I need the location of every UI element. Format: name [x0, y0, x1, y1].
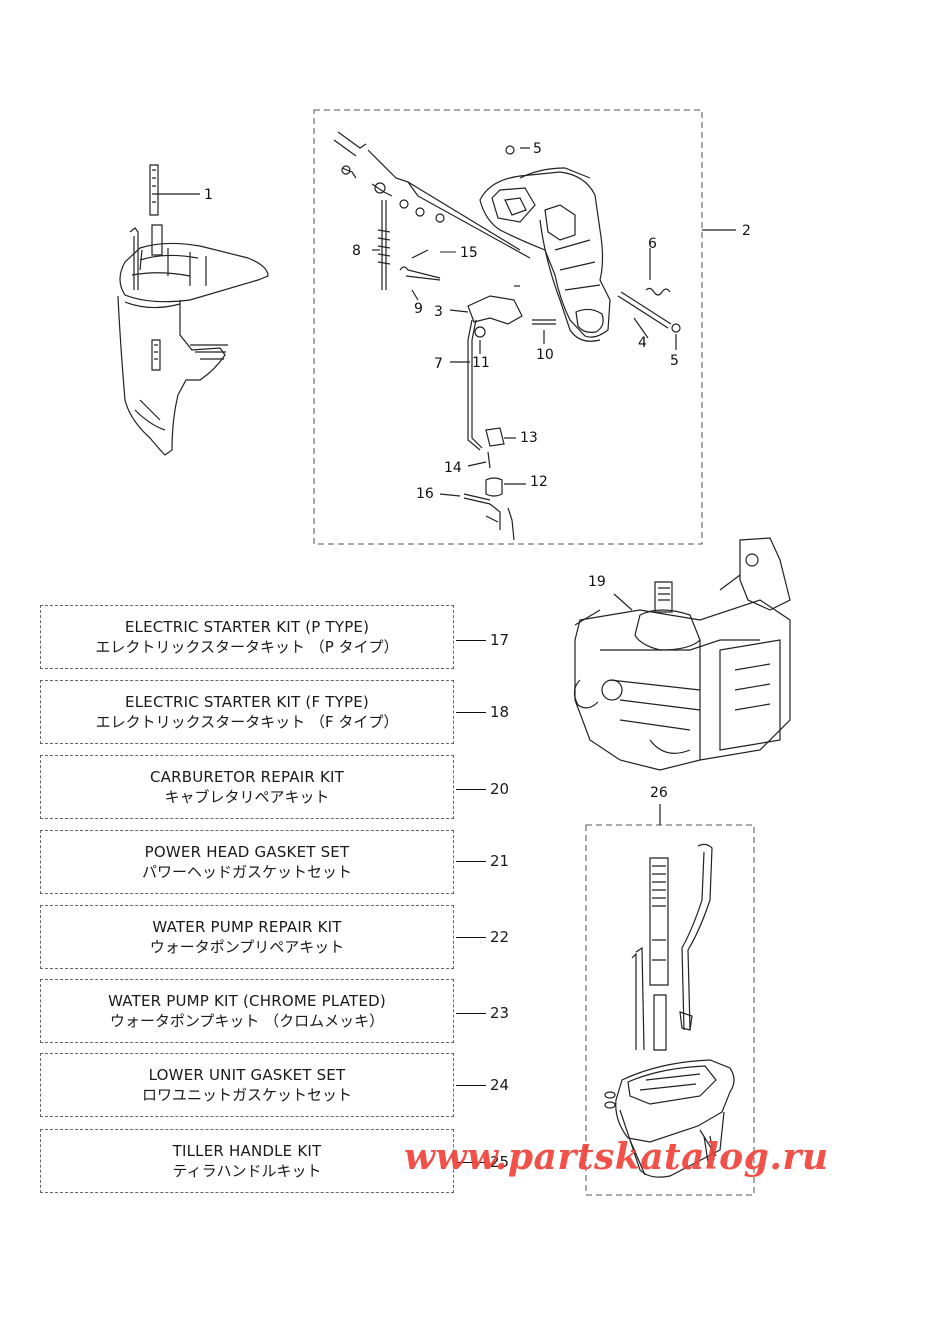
callout-15: 15: [460, 245, 478, 261]
kit-box-17: ELECTRIC STARTER KIT (P TYPE) エレクトリックスター…: [40, 605, 454, 669]
kit-leader-17: [456, 640, 486, 641]
kit-box-18: ELECTRIC STARTER KIT (F TYPE) エレクトリックスター…: [40, 680, 454, 744]
kit-leader-24: [456, 1085, 486, 1086]
callout-7: 7: [434, 356, 443, 372]
kit-name-en: POWER HEAD GASKET SET: [144, 843, 350, 861]
kit-number-24: 24: [490, 1076, 510, 1094]
watermark: www.partskatalog.ru: [404, 1136, 829, 1178]
kit-box-25: TILLER HANDLE KIT ティラハンドルキット: [40, 1129, 454, 1193]
callout-14: 14: [444, 460, 462, 476]
group-box-2: [313, 109, 703, 545]
callout-16: 16: [416, 486, 434, 502]
callout-11: 11: [472, 355, 490, 371]
callout-12: 12: [530, 474, 548, 490]
callout-13: 13: [520, 430, 538, 446]
kit-name-en: WATER PUMP REPAIR KIT: [152, 918, 342, 936]
kit-name-jp: エレクトリックスタータキット （P タイプ）: [95, 638, 399, 656]
callout-8: 8: [352, 243, 361, 259]
kit-number-22: 22: [490, 928, 510, 946]
kit-number-23: 23: [490, 1004, 510, 1022]
kit-number-17: 17: [490, 631, 510, 649]
kit-leader-20: [456, 789, 486, 790]
kit-name-jp: ティラハンドルキット: [172, 1162, 322, 1180]
callout-2: 2: [742, 223, 751, 239]
callout-1: 1: [204, 187, 213, 203]
kit-name-jp: パワーヘッドガスケットセット: [141, 863, 352, 881]
kit-number-20: 20: [490, 780, 510, 798]
callout-10: 10: [536, 347, 554, 363]
gearcase-drawing: [604, 843, 735, 1178]
kit-name-jp: エレクトリックスタータキット （F タイプ）: [95, 713, 399, 731]
kit-name-jp: ウォータポンプキット （クロムメッキ）: [109, 1012, 385, 1030]
kit-box-20: CARBURETOR REPAIR KIT キャブレタリペアキット: [40, 755, 454, 819]
bracket-drawing: [333, 131, 681, 541]
callout-9: 9: [414, 301, 423, 317]
kit-name-en: ELECTRIC STARTER KIT (P TYPE): [124, 618, 370, 636]
callout-3: 3: [434, 304, 443, 320]
callout-6: 6: [648, 236, 657, 252]
callout-19: 19: [588, 574, 606, 590]
callout-5-top: 5: [533, 141, 542, 157]
kit-leader-18: [456, 712, 486, 713]
callout-4: 4: [638, 335, 647, 351]
kit-box-23: WATER PUMP KIT (CHROME PLATED) ウォータポンプキッ…: [40, 979, 454, 1043]
kit-box-22: WATER PUMP REPAIR KIT ウォータポンプリペアキット: [40, 905, 454, 969]
kit-leader-21: [456, 861, 486, 862]
kit-number-25: 25: [490, 1153, 510, 1171]
kit-name-en: CARBURETOR REPAIR KIT: [150, 768, 344, 786]
kit-number-21: 21: [490, 852, 510, 870]
kit-name-en: WATER PUMP KIT (CHROME PLATED): [108, 992, 386, 1010]
callout-5-bottom: 5: [670, 353, 679, 369]
kit-leader-22: [456, 937, 486, 938]
kit-leader-25: [456, 1162, 486, 1163]
kit-name-en: LOWER UNIT GASKET SET: [148, 1066, 346, 1084]
kit-box-24: LOWER UNIT GASKET SET ロワユニットガスケットセット: [40, 1053, 454, 1117]
powerhead-drawing: [573, 537, 791, 771]
kit-box-21: POWER HEAD GASKET SET パワーヘッドガスケットセット: [40, 830, 454, 894]
kit-name-jp: キャブレタリペアキット: [164, 788, 330, 806]
kit-name-en: TILLER HANDLE KIT: [172, 1142, 322, 1160]
kit-name-en: ELECTRIC STARTER KIT (F TYPE): [125, 693, 369, 711]
kit-name-jp: ウォータポンプリペアキット: [149, 938, 345, 956]
kit-name-jp: ロワユニットガスケットセット: [141, 1086, 352, 1104]
group-box-26: [585, 824, 755, 1196]
lower-unit-drawing: [117, 164, 269, 456]
kit-number-18: 18: [490, 703, 510, 721]
callout-26: 26: [650, 785, 668, 801]
kit-leader-23: [456, 1013, 486, 1014]
